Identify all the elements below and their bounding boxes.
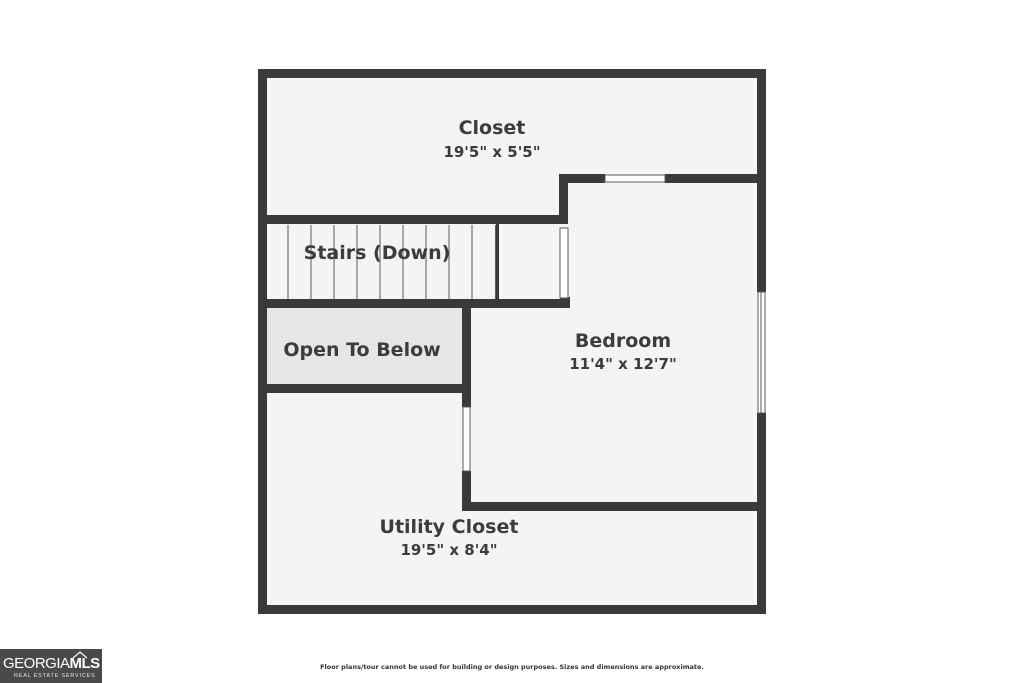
open-to-below-floor	[266, 308, 462, 385]
open-to-below-label: Open To Below	[283, 339, 440, 361]
utility-closet-dims: 19'5" x 8'4"	[400, 541, 497, 559]
window-sill-lines	[760, 292, 762, 413]
bedroom-label: Bedroom	[575, 330, 671, 352]
roof-icon	[72, 651, 88, 659]
closet-label: Closet	[459, 117, 526, 139]
logo-brand-right: MLS	[69, 655, 101, 672]
georgia-mls-logo: GEORGIAMLS REAL ESTATE SERVICES	[0, 649, 102, 683]
bedroom-dims: 11'4" x 12'7"	[569, 355, 677, 373]
logo-brand: GEORGIAMLS	[3, 655, 100, 672]
stair-treads	[287, 225, 497, 300]
closet-dims: 19'5" x 5'5"	[443, 143, 540, 161]
stairs-label: Stairs (Down)	[304, 242, 451, 264]
logo-subtitle: REAL ESTATE SERVICES	[14, 673, 96, 679]
stair-divider	[496, 224, 499, 300]
logo-brand-left: GEORGIA	[3, 655, 70, 672]
disclaimer-text: Floor plans/tour cannot be used for buil…	[320, 663, 704, 671]
utility-closet-label: Utility Closet	[380, 516, 519, 538]
walls	[258, 69, 766, 614]
